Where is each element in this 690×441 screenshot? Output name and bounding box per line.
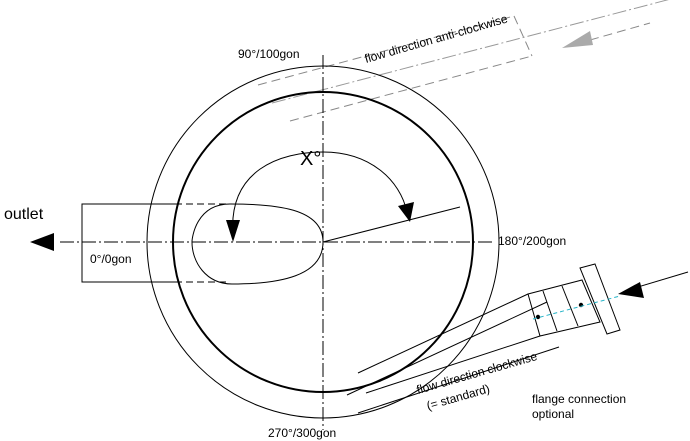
angle-0-label: 0°/0gon bbox=[90, 252, 132, 266]
angle-90-label: 90°/100gon bbox=[238, 47, 300, 61]
clockwise-flow-arrow-icon bbox=[618, 282, 644, 298]
angle-arrow-start-icon bbox=[226, 220, 240, 242]
x-angle-label: X° bbox=[300, 148, 321, 170]
angle-270-label: 270°/300gon bbox=[268, 426, 336, 440]
clockwise-inlet-pipe bbox=[346, 293, 560, 414]
angle-arrow-end-icon bbox=[398, 202, 414, 222]
anticlockwise-inlet-pipe bbox=[257, 0, 669, 122]
flange-label-line1: flange connection bbox=[532, 392, 626, 406]
outlet-arrow-icon bbox=[30, 233, 54, 251]
angle-arc bbox=[232, 151, 408, 236]
volute-tongue bbox=[191, 203, 324, 285]
outlet-label: outlet bbox=[4, 206, 44, 223]
flange-label-line2: optional bbox=[532, 407, 574, 421]
flange-connection bbox=[527, 263, 621, 337]
outlet-pipe bbox=[81, 203, 230, 283]
angle-180-label: 180°/200gon bbox=[498, 234, 566, 248]
angle-reference-line bbox=[322, 206, 461, 243]
anticlockwise-flow-arrow-icon bbox=[562, 31, 593, 48]
flow-anticlockwise-label: flow direction anti-clockwise bbox=[363, 12, 509, 66]
